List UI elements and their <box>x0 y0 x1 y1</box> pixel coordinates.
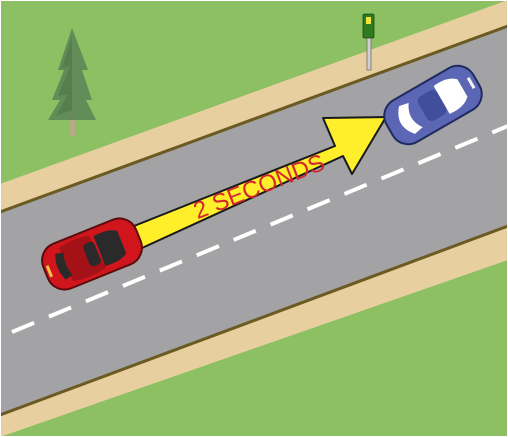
two-second-rule-illustration: 2 SECONDS <box>0 0 508 437</box>
